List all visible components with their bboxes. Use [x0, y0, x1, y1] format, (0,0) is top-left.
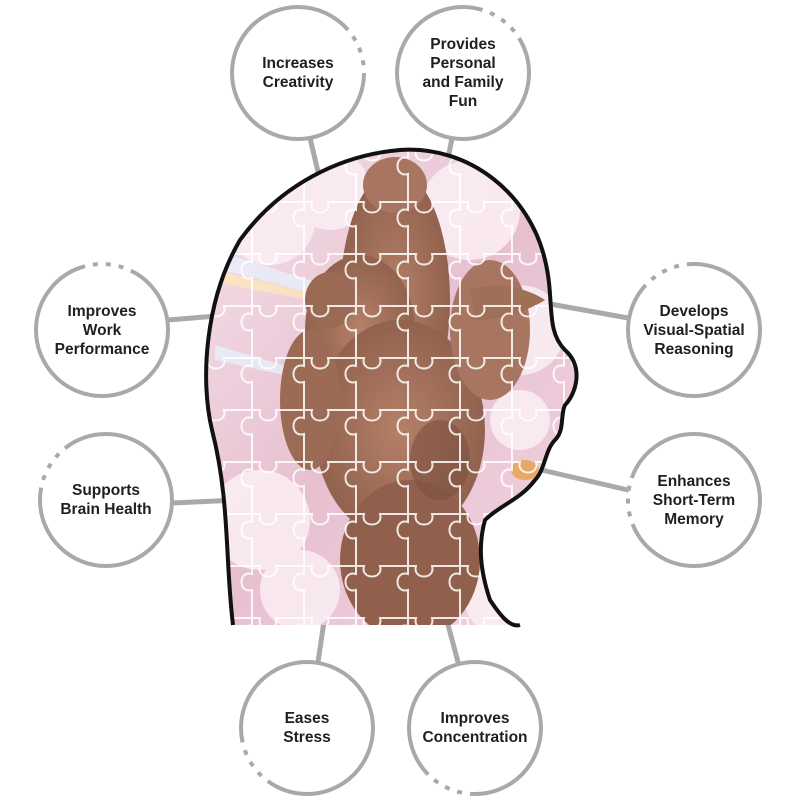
benefit-label-brain-health: Supports Brain Health — [60, 482, 152, 518]
benefit-label-creativity: Increases Creativity — [262, 55, 334, 91]
benefit-ring-brain-health — [38, 432, 174, 568]
puzzle-seam — [206, 409, 577, 422]
puzzle-seam — [206, 253, 577, 266]
benefit-label-work-performance: Improves Work Performance — [54, 302, 150, 358]
puzzle-seam — [448, 149, 461, 626]
benefit-ring-work-performance — [34, 262, 170, 398]
puzzle-seam — [190, 140, 201, 660]
puzzle-seam — [344, 149, 357, 626]
benefit-label-concentration: Improves Concentration — [422, 710, 528, 746]
head-silhouette — [190, 140, 579, 660]
benefit-label-short-term-memory: Enhances Short-Term Memory — [652, 472, 736, 528]
benefit-ring-stress — [239, 660, 375, 796]
puzzle-seam — [206, 617, 577, 626]
benefit-ring-creativity — [230, 5, 366, 141]
puzzle-seam — [396, 149, 409, 626]
benefit-ring-family-fun — [395, 5, 531, 141]
benefit-ring-visual-spatial — [626, 262, 762, 398]
benefit-label-family-fun: Provides Personal and Family Fun — [422, 36, 504, 110]
benefit-ring-concentration — [407, 660, 543, 796]
puzzle-seam — [292, 149, 305, 626]
puzzle-seam — [206, 305, 577, 318]
puzzle-seam — [206, 357, 577, 370]
benefit-label-stress: Eases Stress — [283, 710, 331, 746]
benefit-label-visual-spatial: Develops Visual-Spatial Reasoning — [643, 302, 745, 358]
benefit-ring-short-term-memory — [626, 432, 762, 568]
benefit-rings — [34, 5, 762, 796]
puzzle-seam — [206, 461, 577, 474]
